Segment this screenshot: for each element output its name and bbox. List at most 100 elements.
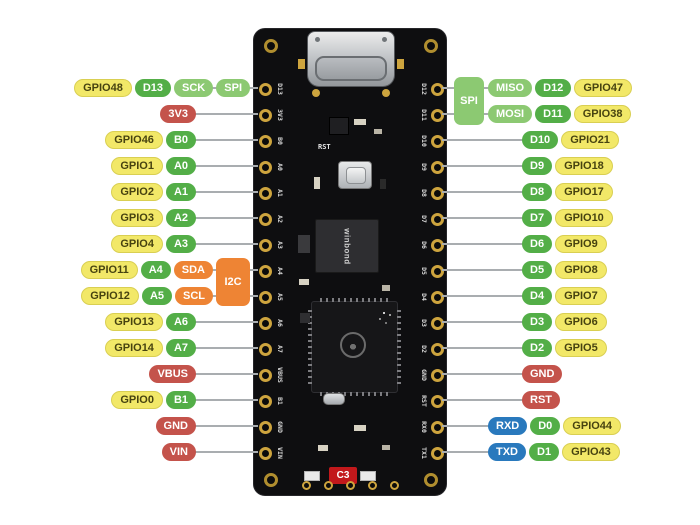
- led-pad: [360, 471, 376, 481]
- mcu-pins: [397, 310, 401, 384]
- pin-connector-line: [192, 425, 258, 427]
- board-pad-left: [259, 343, 272, 356]
- board-pad-left: [259, 83, 272, 96]
- pin-badge-d12: D12: [535, 79, 572, 97]
- pin-badge-gpio18: GPIO18: [555, 157, 613, 175]
- mounting-hole: [264, 473, 278, 487]
- board-pad-right: [431, 83, 444, 96]
- passive-component: [380, 179, 386, 189]
- board-pad-right: [431, 265, 444, 278]
- mounting-hole: [264, 39, 278, 53]
- pin-badge-txd: TXD: [488, 443, 526, 461]
- pin-row: RST: [522, 390, 560, 410]
- board-pad-left: [259, 395, 272, 408]
- pin-connector-line: [442, 451, 524, 453]
- pin-badge-gpio10: GPIO10: [555, 209, 613, 227]
- i2c-bus-group: I2C: [216, 258, 250, 306]
- board-pad-left: [259, 239, 272, 252]
- pin-badge-d6: D6: [522, 235, 553, 253]
- pin-connector-line: [442, 373, 524, 375]
- usb-screw-icon: [315, 37, 320, 42]
- mcu-pins: [308, 310, 312, 384]
- pin-connector-line: [442, 295, 524, 297]
- pin-badge-gpio9: GPIO9: [555, 235, 607, 253]
- reset-silkscreen-label: RST: [318, 143, 331, 151]
- board-pad-right: [431, 421, 444, 434]
- pin-badge-mosi: MOSI: [488, 105, 533, 123]
- pin-badge-gpio7: GPIO7: [555, 287, 607, 305]
- led-pad: [304, 471, 320, 481]
- usb-solder-tab: [397, 59, 404, 69]
- usb-leg-pad: [312, 89, 320, 97]
- pin-badge-gpio47: GPIO47: [574, 79, 633, 97]
- pin-connector-line: [442, 165, 524, 167]
- mounting-hole: [424, 473, 438, 487]
- bottom-edge-pad: [368, 481, 377, 490]
- pin-badge-sck: SCK: [174, 79, 214, 97]
- passive-component: [374, 129, 382, 134]
- passive-component: [382, 445, 390, 450]
- pin-connector-line: [192, 243, 258, 245]
- usb-solder-tab: [298, 59, 305, 69]
- pin-badge-vin: VIN: [161, 443, 196, 461]
- pin-badge-a0: A0: [165, 157, 196, 175]
- pin-row: VIN: [161, 442, 196, 462]
- pin-badge-a3: A3: [165, 235, 196, 253]
- flash-chip: winbond: [315, 219, 379, 273]
- board-pad-left: [259, 421, 272, 434]
- pin-badge-miso: MISO: [488, 79, 533, 97]
- pin-badge-gpio6: GPIO6: [555, 313, 607, 331]
- board-pad-left: [259, 291, 272, 304]
- board-pad-right: [431, 291, 444, 304]
- pin-badge-gpio46: GPIO46: [105, 131, 163, 149]
- esp32-mcu-chip: [308, 298, 401, 396]
- pin-badge-gpio2: GPIO2: [111, 183, 163, 201]
- board-pad-left: [259, 317, 272, 330]
- reset-button: [338, 161, 372, 189]
- pin-connector-line: [442, 347, 524, 349]
- pin-badge-a7: A7: [165, 339, 196, 357]
- pin-badge-gpio43: GPIO43: [562, 443, 620, 461]
- pin-badge-vbus: VBUS: [149, 365, 196, 383]
- pin-badge-gpio13: GPIO13: [105, 313, 163, 331]
- pin-badge-gpio8: GPIO8: [555, 261, 607, 279]
- pin-badge-b0: B0: [165, 131, 196, 149]
- pin-badge-rxd: RXD: [488, 417, 528, 435]
- pin-badge-a1: A1: [165, 183, 196, 201]
- pin-badge-d11: D11: [535, 105, 571, 123]
- board-pad-right: [431, 447, 444, 460]
- pin-badge-a6: A6: [165, 313, 196, 331]
- pin-connector-line: [192, 321, 258, 323]
- passive-component: [318, 445, 328, 451]
- passive-component: [382, 285, 390, 291]
- pin-connector-line: [442, 139, 524, 141]
- mcu-pins: [320, 392, 389, 396]
- board-pad-right: [431, 161, 444, 174]
- pin-badge-a4: A4: [140, 261, 171, 279]
- pin-badge-gpio12: GPIO12: [81, 287, 139, 305]
- pin-badge-d5: D5: [522, 261, 553, 279]
- pin-badge-gpio17: GPIO17: [555, 183, 613, 201]
- pin-badge-d3: D3: [522, 313, 553, 331]
- mounting-hole: [424, 39, 438, 53]
- pin-row: GND: [155, 416, 196, 436]
- spi-bus-group: SPI: [454, 77, 484, 125]
- pin-connector-line: [192, 165, 258, 167]
- pin-connector-line: [442, 425, 524, 427]
- board-pad-right: [431, 343, 444, 356]
- passive-component: [354, 119, 366, 125]
- pin-badge-d0: D0: [530, 417, 561, 435]
